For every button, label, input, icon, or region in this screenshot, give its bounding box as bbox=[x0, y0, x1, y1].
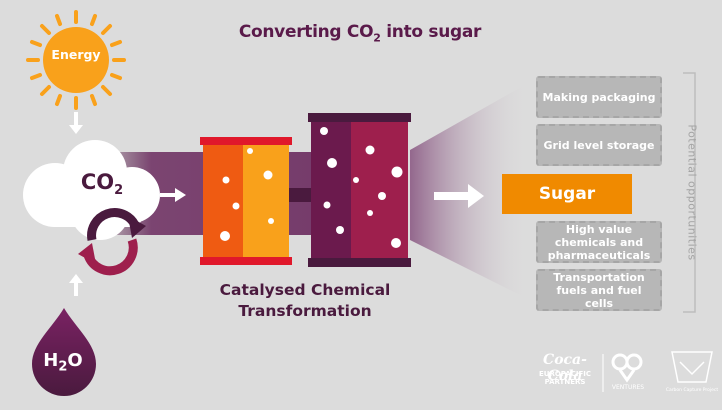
opportunity-box: High value chemicals and pharmaceuticals bbox=[536, 221, 662, 263]
big-arrow-right-icon bbox=[434, 184, 484, 208]
sun-icon bbox=[26, 10, 126, 110]
coca-cola-logo: Coca-Cola bbox=[543, 352, 587, 384]
arrow-down-icon bbox=[69, 112, 83, 134]
diagram-title: Converting CO2 into sugar bbox=[238, 22, 482, 45]
co2-label: CO2 bbox=[80, 170, 124, 199]
ventures-logo-icon bbox=[611, 353, 643, 383]
ventures-logo-text: VENTURES bbox=[611, 384, 645, 391]
maroon-reactor-tank bbox=[308, 113, 411, 267]
water-drop-icon bbox=[32, 308, 96, 396]
center-logo-icon bbox=[671, 351, 713, 383]
opportunity-box: Grid level storage bbox=[536, 124, 662, 166]
arrow-right-icon bbox=[160, 188, 186, 202]
h2o-label: H2O bbox=[43, 350, 83, 375]
opportunity-box: Making packaging bbox=[536, 76, 662, 118]
sugar-box: Sugar bbox=[502, 174, 632, 214]
center-logo-text: Carbon Capture Project bbox=[665, 388, 719, 393]
opportunity-box: Transportation fuels and fuel cells bbox=[536, 269, 662, 311]
reactor-connector bbox=[289, 188, 313, 202]
opportunities-bracket bbox=[683, 72, 696, 313]
coca-cola-logo-sub: EUROPACIFIC PARTNERS bbox=[539, 370, 591, 386]
energy-label: Energy bbox=[51, 47, 101, 62]
recycle-icon bbox=[78, 208, 146, 276]
opportunities-label: Potential opportunities bbox=[685, 124, 699, 261]
arrow-up-icon bbox=[69, 274, 83, 296]
orange-reactor-column bbox=[200, 137, 292, 265]
cloud-icon bbox=[23, 140, 160, 240]
